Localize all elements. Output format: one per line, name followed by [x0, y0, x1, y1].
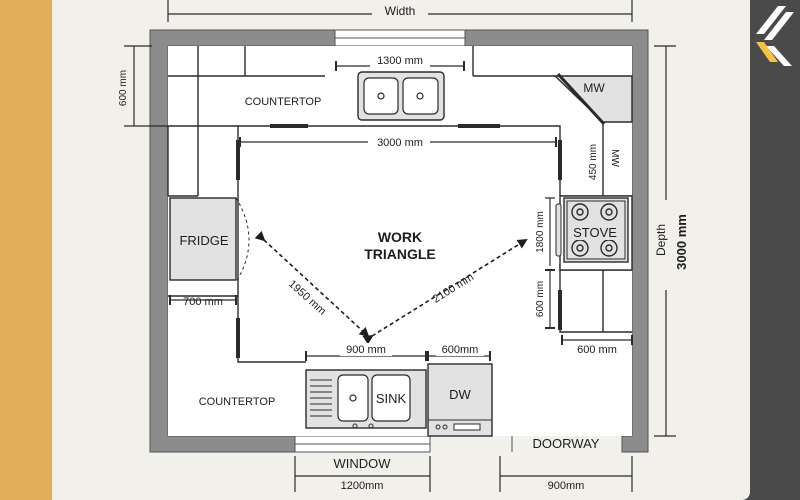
dim-600-right-v-label: 600 mm — [535, 281, 546, 317]
dim-900-sink: 900 mm — [305, 343, 427, 361]
dim-700-label: 700 mm — [183, 296, 223, 308]
mw-label: MW — [583, 81, 605, 95]
dim-1200-label: 1200mm — [341, 480, 384, 492]
stove-label: STOVE — [573, 225, 617, 240]
fridge: FRIDGE — [169, 197, 250, 283]
work-triangle-line1: WORK — [378, 229, 422, 245]
dim-600-right-horizontal: 600 mm — [561, 335, 633, 356]
depth-dimension: Depth 3000 mm — [652, 45, 692, 437]
window-dimension: WINDOW 1200mm — [294, 456, 431, 492]
stove: STOVE — [555, 195, 633, 271]
width-dimension: Width — [167, 0, 633, 22]
microwave: MW MW 450 mm — [553, 72, 633, 180]
dim-600-dw: 600mm — [427, 343, 491, 361]
dim-450-label: 450 mm — [588, 144, 599, 180]
cabinet-handles — [236, 124, 562, 358]
dim-900-sink-label: 900 mm — [346, 344, 386, 356]
fridge-label: FRIDGE — [179, 233, 228, 248]
window-label: WINDOW — [333, 456, 391, 471]
doorway-label: DOORWAY — [533, 436, 600, 451]
width-label: Width — [385, 4, 416, 18]
dw-label: DW — [449, 387, 471, 402]
dim-600-left-label: 600 mm — [118, 70, 129, 106]
dim-1300-label: 1300 mm — [377, 55, 423, 67]
countertop-top-label: COUNTERTOP — [245, 96, 322, 108]
logo-icon — [756, 6, 794, 66]
dim-3000-label: 3000 mm — [377, 137, 423, 149]
dim-1300: 1300 mm — [335, 54, 465, 71]
sink-label: SINK — [376, 391, 407, 406]
dim-1800: 1800 mm — [535, 197, 555, 266]
dim-600-right-vertical: 600 mm — [535, 269, 555, 329]
countertop-bottom-label: COUNTERTOP — [199, 396, 276, 408]
left-accent-band — [0, 0, 52, 500]
dim-600-right-h-label: 600 mm — [577, 344, 617, 356]
dim-900-door-label: 900mm — [548, 480, 585, 492]
dim-600-dw-label: 600mm — [442, 344, 479, 356]
dishwasher: DW — [427, 363, 493, 437]
depth-value-label: 3000 mm — [674, 214, 689, 270]
work-triangle-line2: TRIANGLE — [364, 246, 436, 262]
depth-label: Depth — [654, 224, 668, 256]
dim-700: 700 mm — [169, 295, 237, 308]
dim-1800-label: 1800 mm — [535, 211, 546, 253]
mw-rotated-label: MW — [609, 149, 620, 167]
dim-3000: 3000 mm — [239, 136, 557, 149]
top-double-sink — [357, 71, 445, 121]
door-dimension: 900mm — [499, 456, 633, 492]
bottom-sink: SINK — [305, 369, 427, 429]
dim-600-left: 600 mm — [118, 45, 168, 127]
